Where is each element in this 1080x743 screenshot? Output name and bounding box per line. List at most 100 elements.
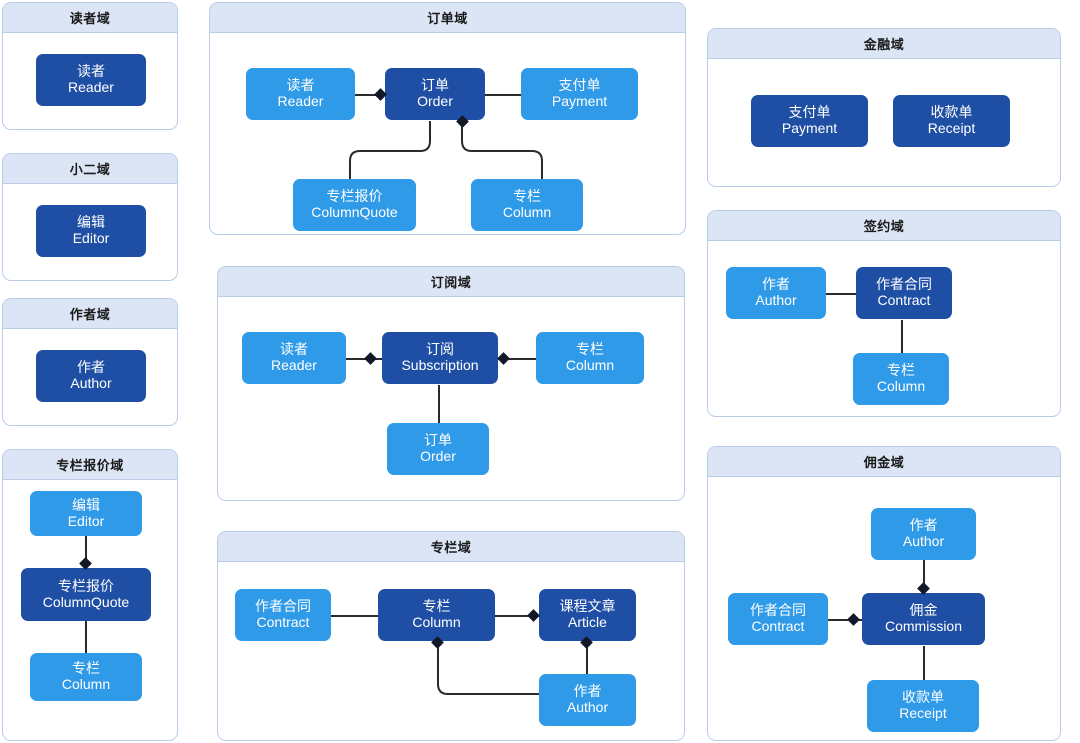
- entity-label-en: Order: [420, 448, 456, 464]
- domain-panel-finance[interactable]: 金融域 支付单 Payment 收款单 Receipt: [707, 28, 1061, 187]
- entity-node-receipt[interactable]: 收款单 Receipt: [867, 680, 979, 732]
- domain-panel-body: 作者 Author 作者合同 Contract 专栏 Column: [708, 241, 1060, 416]
- entity-node-column[interactable]: 专栏 Column: [471, 179, 583, 231]
- domain-panel-header: 签约域: [708, 211, 1060, 241]
- domain-panel-author[interactable]: 作者域 作者 Author: [2, 298, 178, 426]
- domain-title: 作者域: [69, 307, 111, 322]
- entity-node-article[interactable]: 课程文章 Article: [539, 589, 636, 641]
- entity-label-cn: 专栏: [422, 598, 451, 615]
- entity-node-contract[interactable]: 作者合同 Contract: [856, 267, 952, 319]
- entity-label-cn: 编辑: [77, 214, 105, 231]
- domain-panel-editor[interactable]: 小二域 编辑 Editor: [2, 153, 178, 281]
- domain-panel-header: 作者域: [3, 299, 177, 329]
- entity-label-en: Author: [566, 699, 609, 715]
- entity-label-en: Contract: [256, 614, 310, 630]
- aggregation-diamond: [527, 609, 540, 622]
- entity-label-cn: 支付单: [788, 104, 831, 121]
- entity-label-cn: 订单: [421, 77, 449, 94]
- entity-node-column[interactable]: 专栏 Column: [378, 589, 495, 641]
- domain-panel-header: 小二域: [3, 154, 177, 184]
- domain-panel-subscription[interactable]: 订阅域 读者 Reader 订阅 Subscription 专栏 Column …: [217, 266, 685, 501]
- domain-panel-contract[interactable]: 签约域 作者 Author 作者合同 Contract 专栏 Column: [707, 210, 1061, 417]
- entity-node-subscription[interactable]: 订阅 Subscription: [382, 332, 498, 384]
- entity-label-en: Column: [412, 614, 461, 630]
- entity-node-reader[interactable]: 读者 Reader: [36, 54, 146, 106]
- edge-column-to-article: [495, 615, 539, 617]
- entity-label-en: Author: [755, 292, 797, 308]
- entity-node-column-quote[interactable]: 专栏报价 ColumnQuote: [293, 179, 416, 231]
- entity-label-en: ColumnQuote: [42, 593, 130, 610]
- domain-title: 订阅域: [430, 275, 472, 290]
- entity-label-cn: 专栏: [513, 188, 541, 205]
- entity-label-en: Author: [70, 375, 112, 391]
- entity-node-author[interactable]: 作者 Author: [539, 674, 636, 726]
- domain-title: 专栏域: [430, 540, 472, 555]
- entity-label-en: Reader: [68, 79, 114, 95]
- entity-label-en: Contract: [751, 618, 805, 634]
- entity-node-author[interactable]: 作者 Author: [36, 350, 146, 402]
- domain-panel-column-quote[interactable]: 专栏报价域 编辑 Editor 专栏报价 ColumnQuote 专栏 Colu…: [2, 449, 178, 741]
- entity-node-editor[interactable]: 编辑 Editor: [36, 205, 146, 257]
- entity-node-contract[interactable]: 作者合同 Contract: [728, 593, 828, 645]
- domain-panel-order[interactable]: 订单域 读者 Reader: [209, 2, 686, 235]
- entity-label-en: Column: [876, 378, 926, 394]
- entity-node-receipt[interactable]: 收款单 Receipt: [893, 95, 1010, 147]
- entity-node-column[interactable]: 专栏 Column: [30, 653, 142, 701]
- entity-label-cn: 专栏: [887, 362, 915, 379]
- entity-label-cn: 作者: [762, 276, 790, 293]
- entity-node-reader[interactable]: 读者 Reader: [242, 332, 346, 384]
- edge-reader-to-subscription: [346, 358, 382, 360]
- domain-panel-header: 金融域: [708, 29, 1060, 59]
- entity-label-en: Column: [61, 676, 111, 692]
- edge-contract-to-column: [331, 615, 378, 617]
- edge-columnquote-to-column: [85, 621, 87, 653]
- domain-panel-header: 专栏报价域: [3, 450, 177, 480]
- entity-node-order[interactable]: 订单 Order: [385, 68, 485, 120]
- entity-node-column[interactable]: 专栏 Column: [536, 332, 644, 384]
- domain-panel-body: 编辑 Editor: [3, 184, 177, 280]
- edge-author-to-column: [430, 642, 580, 704]
- entity-node-author[interactable]: 作者 Author: [871, 508, 976, 560]
- entity-label-cn: 专栏报价: [326, 188, 383, 205]
- entity-label-en: Reader: [271, 357, 317, 373]
- domain-panel-body: 作者 Author: [3, 329, 177, 425]
- entity-label-cn: 支付单: [558, 77, 601, 94]
- domain-panel-column[interactable]: 专栏域 作者合同 Contract 专栏 Column: [217, 531, 685, 741]
- domain-panel-reader[interactable]: 读者域 读者 Reader: [2, 2, 178, 130]
- entity-label-cn: 读者: [77, 63, 105, 80]
- entity-label-en: Editor: [67, 512, 105, 529]
- domain-panel-body: 作者合同 Contract 专栏 Column 课程文章 Article 作者 …: [218, 562, 684, 740]
- domain-panel-commission[interactable]: 佣金域 作者 Author 作者合同 Contract 佣金 Commissio…: [707, 446, 1061, 741]
- entity-label-cn: 课程文章: [559, 598, 616, 615]
- entity-node-column-quote[interactable]: 专栏报价 ColumnQuote: [21, 568, 151, 621]
- domain-panel-header: 佣金域: [708, 447, 1060, 477]
- edge-author-to-contract: [826, 293, 856, 295]
- entity-label-cn: 读者: [286, 77, 315, 94]
- entity-label-cn: 作者合同: [876, 276, 932, 293]
- entity-label-en: Order: [417, 93, 453, 109]
- entity-label-en: Receipt: [899, 705, 947, 721]
- entity-node-column[interactable]: 专栏 Column: [853, 353, 949, 405]
- aggregation-diamond: [497, 352, 510, 365]
- aggregation-diamond: [847, 613, 860, 626]
- entity-node-order[interactable]: 订单 Order: [387, 423, 489, 475]
- domain-title: 专栏报价域: [56, 458, 124, 473]
- entity-label-cn: 作者: [573, 683, 602, 700]
- entity-label-en: Article: [568, 614, 607, 630]
- entity-node-commission[interactable]: 佣金 Commission: [862, 593, 985, 645]
- entity-label-cn: 专栏: [576, 341, 604, 358]
- entity-node-reader[interactable]: 读者 Reader: [246, 68, 355, 120]
- entity-node-author[interactable]: 作者 Author: [726, 267, 826, 319]
- domain-panel-body: 编辑 Editor 专栏报价 ColumnQuote 专栏 Column: [3, 480, 177, 740]
- entity-node-editor[interactable]: 编辑 Editor: [30, 491, 142, 536]
- domain-title: 读者域: [69, 11, 111, 26]
- entity-label-en: ColumnQuote: [311, 204, 398, 220]
- edge-column-to-order: [452, 121, 552, 181]
- domain-panel-body: 作者 Author 作者合同 Contract 佣金 Commission 收款…: [708, 477, 1060, 740]
- entity-label-en: Commission: [884, 618, 962, 634]
- entity-node-payment[interactable]: 支付单 Payment: [521, 68, 638, 120]
- entity-node-contract[interactable]: 作者合同 Contract: [235, 589, 331, 641]
- edge-order-to-columnquote: [340, 121, 440, 181]
- entity-label-cn: 作者: [77, 359, 105, 376]
- entity-node-payment[interactable]: 支付单 Payment: [751, 95, 868, 147]
